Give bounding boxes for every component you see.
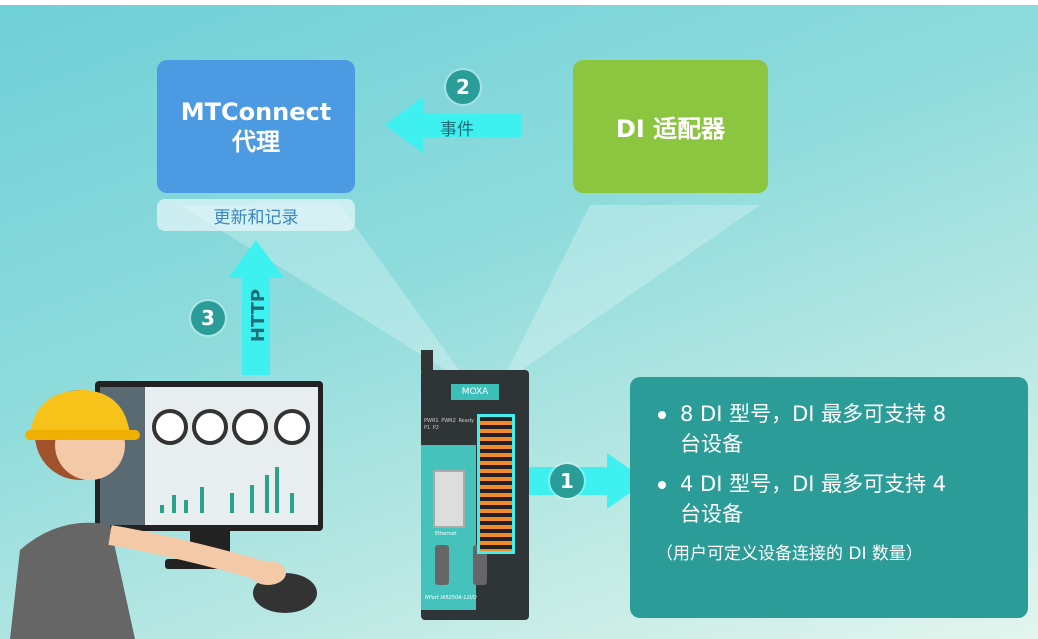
di-terminal-block [477, 414, 515, 554]
led-label-ready: Ready [458, 418, 474, 424]
event-label: 事件 [440, 120, 474, 140]
led-label-p1: P1 [424, 425, 431, 431]
worker-body [10, 522, 135, 639]
di-info-panel: 8 DI 型号，DI 最多可支持 8 台设备 4 DI 型号，DI 最多可支持 … [630, 377, 1028, 618]
led-label-p2: P2 [432, 425, 439, 431]
step-1-badge: 1 [550, 464, 584, 498]
http-arrow [228, 240, 284, 375]
brand-logo: MOXA [451, 384, 499, 400]
diagram-canvas: MTConnect 代理 更新和记录 DI 适配器 事件 2 HTTP 3 1 … [0, 5, 1038, 639]
step-3-badge: 3 [191, 301, 225, 335]
antenna-connector [421, 350, 433, 372]
mtconnect-subtitle-agent: 代理 [232, 127, 280, 156]
serial-port-p2 [473, 545, 487, 585]
di-adapter-box: DI 适配器 [573, 60, 768, 193]
ethernet-ports [433, 470, 465, 528]
mtconnect-agent-box: MTConnect 代理 [157, 60, 355, 193]
event-arrow [385, 97, 521, 153]
front-panel: Ethernet NPort IA5250A-12I/O [421, 445, 487, 610]
info-item: 4 DI 型号，DI 最多可支持 4 台设备 [656, 469, 956, 529]
operator-illustration [10, 381, 323, 639]
mtconnect-title: MTConnect [180, 97, 332, 126]
bar-graph [160, 467, 294, 513]
serial-port-p1 [435, 545, 449, 585]
ethernet-label: Ethernet [435, 531, 457, 537]
led-label-pwr1: PWR1 [424, 418, 439, 424]
http-label: HTTP [248, 288, 270, 343]
info-item: 8 DI 型号，DI 最多可支持 8 台设备 [656, 399, 956, 459]
hard-hat-icon [30, 390, 130, 435]
led-label-pwr2: PWR2 [441, 418, 456, 424]
info-note: （用户可定义设备连接的 DI 数量） [656, 544, 923, 564]
update-record-label: 更新和记录 [157, 199, 355, 231]
model-label: NPort IA5250A-12I/O [425, 595, 477, 601]
gauge-icons [152, 409, 310, 445]
step-2-badge: 2 [446, 70, 480, 104]
